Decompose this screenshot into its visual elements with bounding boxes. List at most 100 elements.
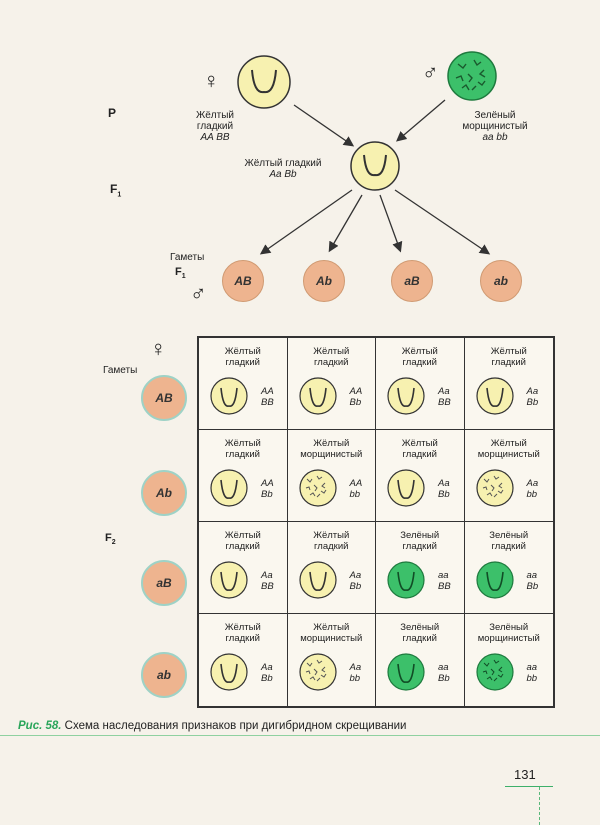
figure-label: Рис. 58. xyxy=(18,720,62,732)
pea-yellow-smooth-icon xyxy=(209,652,249,692)
cell-phenotype-line: морщинистый xyxy=(300,449,363,460)
pea-yellow-smooth-icon xyxy=(237,55,291,109)
cell-phenotype-line: Жёлтый xyxy=(490,346,527,357)
pea-yellow-smooth-icon xyxy=(298,376,338,416)
cell-genotype-line: aa xyxy=(438,570,449,581)
f1-label-sub: 1 xyxy=(117,191,122,199)
cell-genotype-line: bb xyxy=(349,489,361,500)
cell-phenotype-line: морщинистый xyxy=(300,633,363,644)
cell-phenotype-line: Жёлтый xyxy=(313,346,350,357)
cell-phenotype-line: гладкий xyxy=(225,633,260,644)
pea-yellow-smooth-icon xyxy=(475,376,515,416)
cell-phenotype-line: Зелёный xyxy=(489,622,529,633)
gamete-ab-lower: ab xyxy=(480,260,522,302)
female-genotype: AA BB xyxy=(200,132,230,143)
male-genotype: aa bb xyxy=(482,132,508,143)
cell-phenotype-line: Зелёный xyxy=(489,530,529,541)
cell-genotype-line: Aa xyxy=(526,386,539,397)
cell-genotype-line: bb xyxy=(526,673,538,684)
row-label-p: P xyxy=(108,106,117,120)
cell-genotype-line: Bb xyxy=(349,397,362,408)
figure-caption-text: Схема наследования признаков при дигибри… xyxy=(61,720,407,732)
cell-phenotype-line: морщинистый xyxy=(477,633,540,644)
cell-phenotype-line: Зелёный xyxy=(400,530,440,541)
punnett-gametes-label: Гаметы xyxy=(103,365,138,376)
cell-genotype-line: Aa xyxy=(349,570,362,581)
pea-yellow-smooth-icon xyxy=(209,376,249,416)
cell-genotype-line: Bb xyxy=(438,673,450,684)
cell-phenotype-line: Жёлтый xyxy=(313,438,350,449)
gametes-f1-label-sub: 1 xyxy=(181,273,186,281)
cell-genotype-line: aa xyxy=(526,662,538,673)
cross-arrows xyxy=(259,99,491,255)
cell-genotype-line: Aa xyxy=(261,662,273,673)
male-symbol-icon: ♂ xyxy=(422,60,439,85)
cell-phenotype-line: Зелёный xyxy=(400,622,440,633)
pea-green-smooth-icon xyxy=(386,560,426,600)
row-label-f1: F1 xyxy=(110,182,121,198)
gametes-f1-label-text: F xyxy=(175,266,182,278)
row-label-gametes-f1: F1 xyxy=(175,266,186,280)
pea-yellow-wrinkled-icon xyxy=(298,652,338,692)
cell-genotype-line: AA xyxy=(261,386,274,397)
cell-phenotype-line: гладкий xyxy=(225,449,260,460)
cell-phenotype-line: гладкий xyxy=(491,541,526,552)
f1-label-text: F xyxy=(110,182,118,196)
cell-phenotype-line: Жёлтый xyxy=(224,622,261,633)
cell-phenotype-line: гладкий xyxy=(402,633,437,644)
cell-phenotype-line: гладкий xyxy=(402,449,437,460)
cell-genotype-line: aa xyxy=(438,662,449,673)
f1-phenotype: Жёлтый гладкий Aa Bb xyxy=(228,158,338,180)
cell-genotype-line: bb xyxy=(526,489,538,500)
pea-yellow-smooth-icon xyxy=(386,468,426,508)
cell-genotype-line: Bb xyxy=(526,581,539,592)
cell-phenotype-line: гладкий xyxy=(225,357,260,368)
gamete-ab-upper: AB xyxy=(222,260,264,302)
caption-divider xyxy=(0,735,600,736)
pea-green-smooth-icon xyxy=(475,560,515,600)
female-phenotype: Жёлтый гладкий AA BB xyxy=(180,110,250,143)
pea-yellow-wrinkled-icon xyxy=(298,468,338,508)
cell-genotype-line: Aa xyxy=(526,478,539,489)
female-phenotype-line2: гладкий xyxy=(196,121,234,132)
cell-phenotype-line: Жёлтый xyxy=(224,346,261,357)
cell-phenotype-line: гладкий xyxy=(225,541,260,552)
cell-genotype-line: bb xyxy=(349,673,361,684)
cell-genotype-line: Bb xyxy=(438,489,450,500)
cell-phenotype-line: морщинистый xyxy=(477,449,540,460)
cell-genotype-line: BB xyxy=(261,397,274,408)
cell-phenotype-line: гладкий xyxy=(402,357,437,368)
f1-phenotype-text: Жёлтый гладкий xyxy=(244,158,322,169)
cell-phenotype-line: гладкий xyxy=(402,541,437,552)
pea-green-wrinkled-icon xyxy=(475,652,515,692)
cell-genotype-line: AA xyxy=(349,478,363,489)
cell-genotype-line: Aa xyxy=(349,662,362,673)
cell-genotype-line: BB xyxy=(438,581,451,592)
side-gamete-1: AB xyxy=(141,375,187,421)
page-number-divider xyxy=(505,786,553,787)
